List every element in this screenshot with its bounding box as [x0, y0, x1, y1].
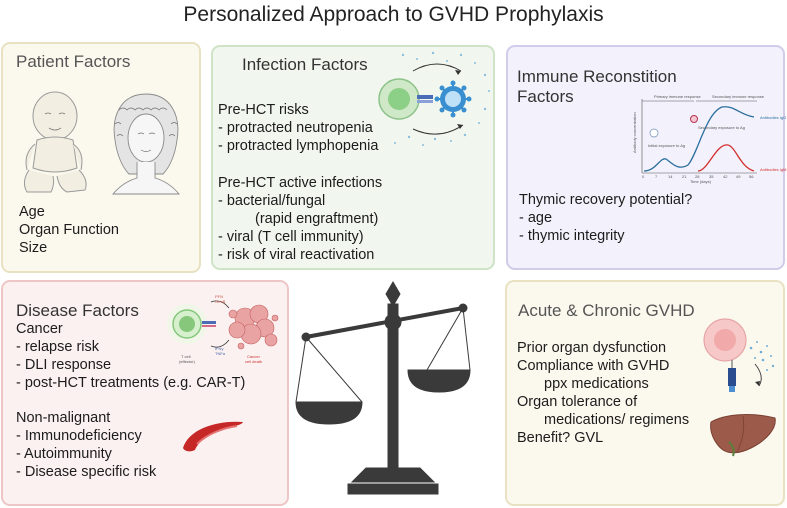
t-cell-virus-interaction-icon: [378, 51, 490, 146]
chart-label-igg: Antibodies IgG: [760, 115, 786, 120]
infection-pre-risks-heading: Pre-HCT risks: [218, 102, 309, 118]
disease-cancer-heading: Cancer: [16, 321, 63, 337]
t-cell-icon: [378, 78, 420, 120]
syringe-icon: [728, 360, 736, 392]
infection-pre-risk-item: - protracted neutropenia: [218, 120, 373, 136]
patient-item-organ-function: Organ Function: [19, 222, 119, 238]
disease-nonmal-item: - Autoimmunity: [16, 446, 112, 462]
gvhd-line: ppx medications: [544, 376, 649, 392]
label-t-cell: T cell: [181, 354, 191, 359]
disease-cancer-item: - post-HCT treatments (e.g. CAR-T): [16, 375, 246, 391]
page-title: Personalized Approach to GVHD Prophylaxi…: [183, 3, 604, 26]
chart-label-second: Secondary exposure to Ag: [698, 125, 745, 130]
scale-icon: [295, 281, 471, 495]
label-tnf: TNFa: [215, 351, 226, 356]
immune-item-thymic-integrity: - thymic integrity: [519, 228, 625, 244]
woman-icon: [112, 93, 180, 195]
infection-active-item: - risk of viral reactivation: [218, 247, 375, 263]
patient-item-age: Age: [19, 204, 45, 220]
gvhd-line: Organ tolerance of: [517, 394, 638, 410]
chart-tick: 21: [682, 174, 687, 179]
panel-disease-factors: Disease Factors Cancer - relapse risk - …: [1, 280, 289, 506]
chart-tick: 0: [642, 174, 645, 179]
label-perforin: PFN: [215, 294, 223, 299]
chart-tick: 28: [695, 174, 700, 179]
igm-curve: [697, 144, 755, 172]
liver-icon: [710, 414, 776, 457]
initial-antigen-icon: [649, 128, 659, 138]
chart-label-secondary: Secondary immune response: [712, 94, 765, 99]
immune-heading-line1: Immune Reconstition: [517, 67, 677, 86]
disease-heading: Disease Factors: [16, 301, 139, 320]
t-cell-cancer-interaction-icon: PFN GrmB IFNy TNFa T cell (effector) Can…: [167, 294, 279, 364]
gvhd-heading: Acute & Chronic GVHD: [518, 301, 695, 320]
gvhd-line: Compliance with GVHD: [517, 358, 670, 374]
chart-ylabel: Antibody concentration: [632, 112, 637, 153]
chart-x-ticks: 0 7 14 21 28 35 42 49 56: [642, 174, 754, 179]
infection-heading: Infection Factors: [242, 55, 368, 74]
red-blood-cell-icon: [183, 421, 243, 452]
t-cell-icon: [172, 309, 202, 339]
panel-acute-chronic-gvhd: Acute & Chronic GVHD Prior organ dysfunc…: [505, 280, 785, 506]
infection-active-item: - bacterial/fungal: [218, 193, 326, 209]
chart-tick: 56: [749, 174, 754, 179]
panel-patient-factors: Patient Factors Age Organ Fun: [1, 42, 201, 273]
chart-label-initial: Initial exposure to Ag: [648, 143, 685, 148]
second-antigen-icon: [690, 115, 698, 123]
baby-icon: [23, 91, 87, 193]
disease-nonmal-heading: Non-malignant: [16, 410, 111, 426]
immune-question: Thymic recovery potential?: [519, 192, 693, 208]
virus-icon: [434, 80, 472, 118]
gvhd-line: medications/ regimens: [544, 412, 690, 428]
disease-nonmal-item: - Immunodeficiency: [16, 428, 142, 444]
chart-tick: 14: [668, 174, 673, 179]
antibody-response-chart: Primary immune response Secondary immune…: [632, 94, 786, 184]
igg-curve: [643, 106, 755, 172]
chart-tick: 35: [709, 174, 714, 179]
patient-item-size: Size: [19, 240, 48, 256]
panel-immune-reconstitution: Immune Reconstition Factors Primary immu…: [506, 45, 786, 270]
immune-item-age: - age: [519, 210, 553, 226]
panel-infection-factors: Infection Factors: [211, 45, 495, 270]
chart-xlabel: Time (days): [690, 179, 712, 184]
disease-cancer-item: - DLI response: [16, 357, 112, 373]
chart-tick: 49: [736, 174, 741, 179]
label-cell-death: cell death: [245, 359, 262, 364]
chart-label-igm: Antibodies IgM: [760, 167, 786, 172]
disease-nonmal-item: - Disease specific risk: [16, 464, 157, 480]
patient-heading: Patient Factors: [16, 52, 131, 71]
infection-active-item: - viral (T cell immunity): [218, 229, 364, 245]
gvhd-line: Benefit? GVL: [517, 430, 604, 446]
label-cancer: Cancer: [247, 354, 261, 359]
label-ifn: IFNy: [215, 346, 223, 351]
donor-cell-attack-icon: [703, 318, 775, 387]
chart-tick: 42: [723, 174, 728, 179]
label-granzyme: GrmB: [215, 299, 226, 304]
disease-cancer-item: - relapse risk: [16, 339, 99, 355]
infection-active-heading: Pre-HCT active infections: [218, 175, 383, 191]
gvhd-line: Prior organ dysfunction: [517, 340, 667, 356]
infection-pre-risk-item: - protracted lymphopenia: [218, 138, 379, 154]
chart-tick: 7: [655, 174, 658, 179]
immune-heading-line2: Factors: [517, 87, 574, 106]
cancer-cell-icon: [228, 304, 279, 350]
label-effector: (effector): [179, 359, 196, 364]
infection-active-item: (rapid engraftment): [255, 211, 379, 227]
chart-label-primary: Primary immune response: [654, 94, 701, 99]
